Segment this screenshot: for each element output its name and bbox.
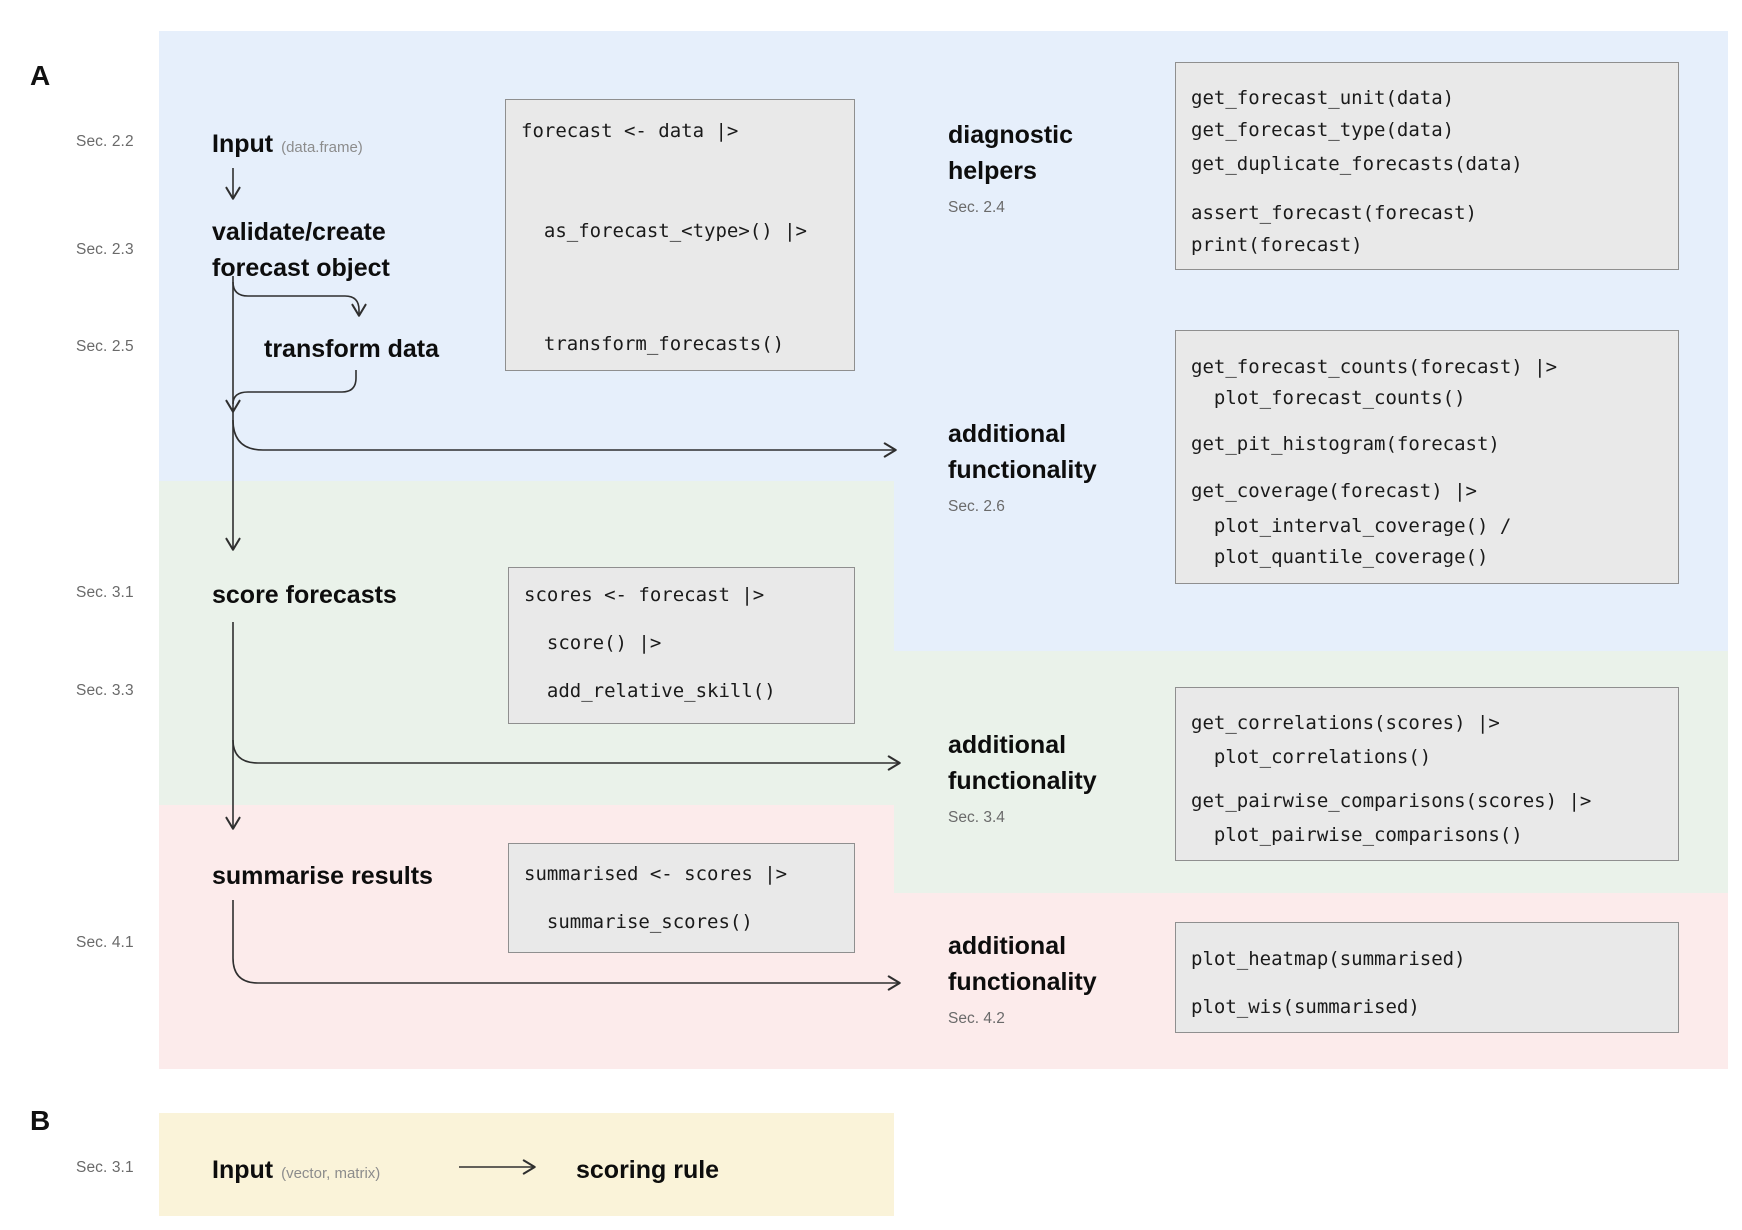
sec-label-2-3: Sec. 2.3 (76, 241, 134, 258)
additional-green-line1: additional (948, 731, 1067, 759)
code-line: get_duplicate_forecasts(data) (1191, 153, 1523, 175)
step-score-title: score forecasts (212, 581, 397, 609)
panel-b-scoring-rule-title: scoring rule (576, 1156, 720, 1184)
validate-title-line2: forecast object (212, 254, 390, 282)
code-line: plot_correlations() (1191, 746, 1432, 768)
additional-pink-line1: additional (948, 932, 1067, 960)
code-line: get_forecast_unit(data) (1191, 87, 1455, 109)
code-line: plot_forecast_counts() (1191, 387, 1466, 409)
sec-label-3-1: Sec. 3.1 (76, 584, 134, 601)
validate-title-line1: validate/create (212, 218, 386, 246)
code-line: get_coverage(forecast) |> (1191, 480, 1477, 502)
code-line: transform_forecasts() (521, 333, 785, 355)
heading-diagnostic-helpers: diagnostic helpers Sec. 2.4 (948, 117, 1073, 217)
code-box-additional-green: get_correlations(scores) |> plot_correla… (1175, 687, 1679, 861)
heading-additional-functionality-blue: additional functionality Sec. 2.6 (948, 416, 1097, 516)
code-line: summarise_scores() (524, 911, 753, 933)
code-line: get_pit_histogram(forecast) (1191, 433, 1500, 455)
code-box-summarise-pipeline: summarised <- scores |> summarise_scores… (508, 843, 855, 953)
code-line: summarised <- scores |> (524, 863, 788, 885)
sec-label-2-2: Sec. 2.2 (76, 133, 134, 150)
code-line: print(forecast) (1191, 234, 1363, 256)
additional-pink-line2: functionality (948, 968, 1097, 996)
input-title-text: Input (212, 130, 274, 158)
additional-blue-line2: functionality (948, 456, 1097, 484)
diagnostic-heading-line1: diagnostic (948, 121, 1074, 149)
step-summarise-title: summarise results (212, 862, 433, 890)
sec-label-2-5: Sec. 2.5 (76, 338, 134, 355)
code-line: add_relative_skill() (524, 680, 776, 702)
code-line: get_forecast_type(data) (1191, 119, 1455, 141)
code-box-additional-pink: plot_heatmap(summarised) plot_wis(summar… (1175, 922, 1679, 1033)
code-line: as_forecast_<type>() |> (521, 220, 807, 242)
code-box-validate-pipeline: forecast <- data |> as_forecast_<type>()… (505, 99, 855, 371)
code-line: forecast <- data |> (521, 120, 739, 142)
sec-label-2-6: Sec. 2.6 (948, 498, 1005, 515)
additional-blue-line1: additional (948, 420, 1067, 448)
code-line: plot_pairwise_comparisons() (1191, 824, 1523, 846)
step-input-title: Input (data.frame) (212, 126, 363, 166)
panel-b-input-text: Input (212, 1156, 274, 1184)
sec-label-4-2: Sec. 4.2 (948, 1010, 1005, 1027)
sec-label-3-4: Sec. 3.4 (948, 809, 1005, 826)
code-line: plot_heatmap(summarised) (1191, 948, 1466, 970)
code-line: plot_interval_coverage() / (1191, 515, 1512, 537)
code-box-score-pipeline: scores <- forecast |> score() |> add_rel… (508, 567, 855, 724)
heading-additional-functionality-pink: additional functionality Sec. 4.2 (948, 928, 1097, 1028)
code-box-diagnostic-helpers: get_forecast_unit(data) get_forecast_typ… (1175, 62, 1679, 270)
code-line: get_forecast_counts(forecast) |> (1191, 356, 1558, 378)
sec-label-4-1: Sec. 4.1 (76, 934, 134, 951)
code-line: get_pairwise_comparisons(scores) |> (1191, 790, 1592, 812)
panel-b-input-annotation: (vector, matrix) (281, 1165, 381, 1182)
sec-label-3-3: Sec. 3.3 (76, 682, 134, 699)
code-line: plot_quantile_coverage() (1191, 546, 1489, 568)
code-box-additional-blue: get_forecast_counts(forecast) |> plot_fo… (1175, 330, 1679, 584)
input-annotation: (data.frame) (281, 139, 363, 156)
panel-b-input-title: Input (vector, matrix) (212, 1152, 380, 1192)
code-line: assert_forecast(forecast) (1191, 202, 1477, 224)
step-transform-title: transform data (264, 335, 440, 363)
code-line: score() |> (524, 632, 662, 654)
sec-label-b-3-1: Sec. 3.1 (76, 1159, 134, 1176)
additional-green-line2: functionality (948, 767, 1097, 795)
code-line: plot_wis(summarised) (1191, 996, 1420, 1018)
step-validate-title: validate/create forecast object (212, 214, 390, 286)
panel-a-label: A (30, 60, 51, 91)
code-line: get_correlations(scores) |> (1191, 712, 1500, 734)
sec-label-2-4: Sec. 2.4 (948, 199, 1005, 216)
heading-additional-functionality-green: additional functionality Sec. 3.4 (948, 727, 1097, 827)
panel-b-label: B (30, 1105, 51, 1136)
diagnostic-heading-line2: helpers (948, 157, 1037, 185)
code-line: scores <- forecast |> (524, 584, 765, 606)
